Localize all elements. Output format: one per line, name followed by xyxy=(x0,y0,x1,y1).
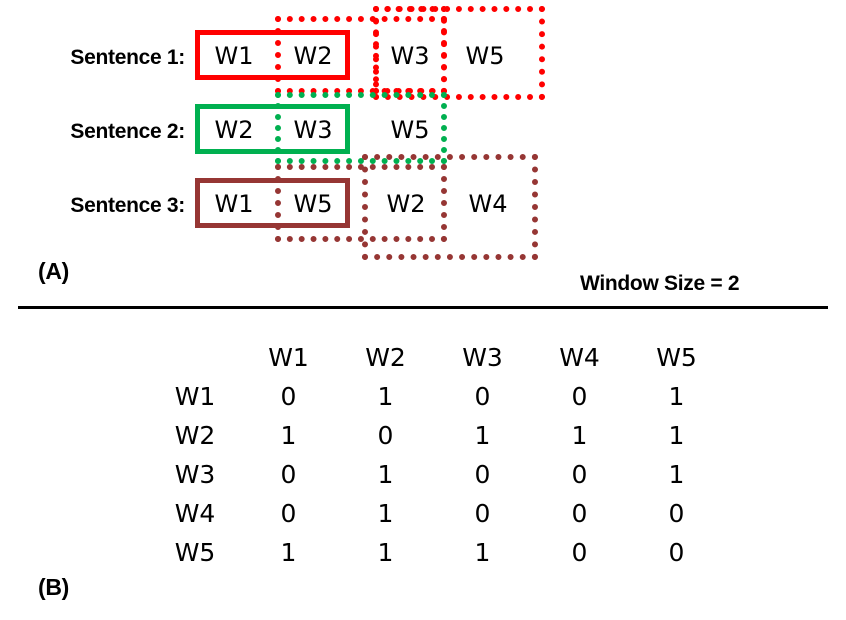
sentence-3-label: Sentence 3: xyxy=(70,194,185,217)
word-s3-1: W5 xyxy=(293,190,333,218)
matrix-cell-3-1: 1 xyxy=(377,499,394,528)
matrix-cell-4-4: 0 xyxy=(668,538,685,567)
table-row: W2 1 0 1 1 1 xyxy=(150,416,725,455)
matrix-cell-4-2: 1 xyxy=(474,538,491,567)
panel-a-tag: (A) xyxy=(38,258,70,284)
matrix-cell-3-2: 0 xyxy=(474,499,491,528)
matrix-header-row: W1 W2 W3 W4 W5 xyxy=(150,338,725,377)
matrix-col-header-1: W2 xyxy=(365,343,406,372)
matrix-cell-0-1: 1 xyxy=(377,382,394,411)
matrix-cell-4-3: 0 xyxy=(571,538,588,567)
word-s1-1: W2 xyxy=(293,42,333,70)
matrix-row-header-2: W3 xyxy=(174,460,216,489)
word-s1-0: W1 xyxy=(214,42,254,70)
word-s2-1: W3 xyxy=(293,116,333,144)
matrix-col-header-4: W5 xyxy=(656,343,697,372)
matrix-cell-0-4: 1 xyxy=(668,382,685,411)
matrix-cell-1-1: 0 xyxy=(377,421,394,450)
matrix-cell-1-2: 1 xyxy=(474,421,491,450)
matrix-cell-2-2: 0 xyxy=(474,460,491,489)
cooccurrence-matrix-table: W1 W2 W3 W4 W5 W1 0 1 0 0 1 W2 1 0 1 1 xyxy=(150,338,725,572)
matrix-cell-1-0: 1 xyxy=(280,421,297,450)
matrix-cell-3-4: 0 xyxy=(668,499,685,528)
matrix-row-header-4: W5 xyxy=(174,538,216,567)
matrix-cell-2-1: 1 xyxy=(377,460,394,489)
word-s3-2: W2 xyxy=(386,190,426,218)
window-box-s3-w1-w5 xyxy=(195,178,350,228)
matrix-corner-cell xyxy=(150,338,240,377)
word-s2-0: W2 xyxy=(214,116,254,144)
matrix-cell-4-0: 1 xyxy=(280,538,297,567)
word-s3-0: W1 xyxy=(214,190,254,218)
word-s1-3: W5 xyxy=(465,42,505,70)
matrix-cell-0-0: 0 xyxy=(280,382,297,411)
table-row: W3 0 1 0 0 1 xyxy=(150,455,725,494)
matrix-cell-2-3: 0 xyxy=(571,460,588,489)
matrix-col-header-2: W3 xyxy=(462,343,503,372)
matrix-cell-2-0: 0 xyxy=(280,460,297,489)
matrix-cell-3-3: 0 xyxy=(571,499,588,528)
word-s3-3: W4 xyxy=(468,190,508,218)
matrix-cell-1-3: 1 xyxy=(571,421,588,450)
sentence-2-label: Sentence 2: xyxy=(70,120,185,143)
window-box-s3-w2-w4 xyxy=(362,154,538,260)
matrix-row-header-1: W2 xyxy=(174,421,216,450)
window-box-s1-w1-w2 xyxy=(195,30,350,80)
window-box-s2-w2-w3 xyxy=(195,104,350,154)
window-box-s2-w3-w5 xyxy=(275,92,447,164)
window-box-s3-w5-w2 xyxy=(275,164,447,242)
matrix-cell-0-3: 0 xyxy=(571,382,588,411)
word-s2-2: W5 xyxy=(390,116,430,144)
window-size-note: Window Size = 2 xyxy=(580,272,740,295)
matrix-cell-1-4: 1 xyxy=(668,421,685,450)
panel-a-sliding-windows: Sentence 1: Sentence 2: Sentence 3: W1 W… xyxy=(0,0,846,305)
matrix-row-header-0: W1 xyxy=(174,382,216,411)
table-row: W4 0 1 0 0 0 xyxy=(150,494,725,533)
word-s1-2: W3 xyxy=(390,42,430,70)
panel-b-cooccurrence-matrix: W1 W2 W3 W4 W5 W1 0 1 0 0 1 W2 1 0 1 1 xyxy=(0,310,846,620)
table-row: W5 1 1 1 0 0 xyxy=(150,533,725,572)
sentence-1-label: Sentence 1: xyxy=(70,46,185,69)
window-box-s1-w3-inner xyxy=(373,6,447,94)
panel-b-tag: (B) xyxy=(38,574,70,600)
panel-divider xyxy=(18,306,828,309)
matrix-cell-2-4: 1 xyxy=(668,460,685,489)
matrix-cell-4-1: 1 xyxy=(377,538,394,567)
matrix-row-header-3: W4 xyxy=(174,499,216,528)
matrix-cell-0-2: 0 xyxy=(474,382,491,411)
matrix-col-header-3: W4 xyxy=(559,343,600,372)
matrix-cell-3-0: 0 xyxy=(280,499,297,528)
table-row: W1 0 1 0 0 1 xyxy=(150,377,725,416)
matrix-col-header-0: W1 xyxy=(268,343,309,372)
